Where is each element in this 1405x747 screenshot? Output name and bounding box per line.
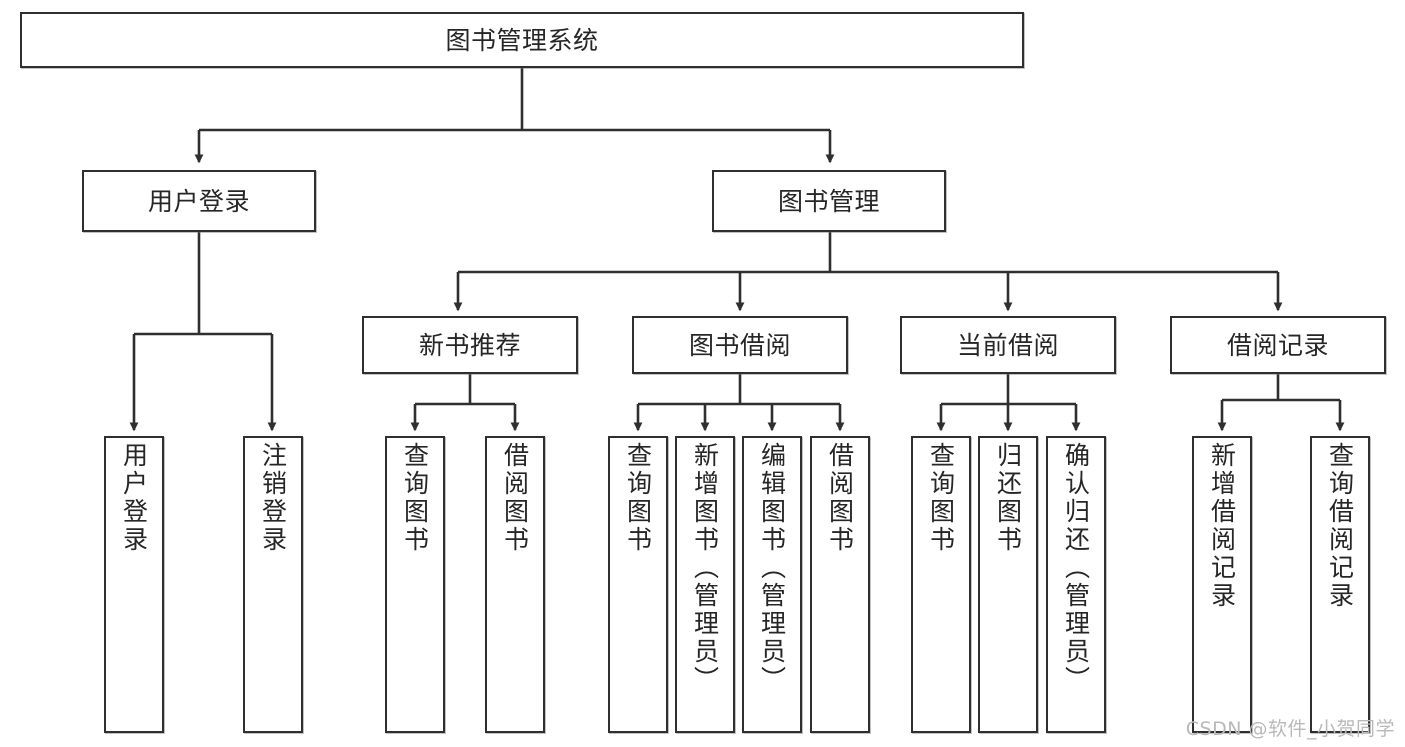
node-leaf-user-login[interactable]: 用户登录 (104, 436, 164, 733)
node-new-book-recommend[interactable]: 新书推荐 (362, 316, 578, 374)
node-leaf-user-login-label: 用户登录 (119, 442, 149, 554)
node-leaf-query-book-new[interactable]: 查询图书 (385, 436, 445, 733)
node-leaf-add-borrow-record[interactable]: 新增借阅记录 (1192, 436, 1252, 733)
node-current-borrow-label: 当前借阅 (956, 330, 1059, 360)
node-leaf-add-book-admin-label: 新增图书（管理员） (690, 442, 720, 694)
node-current-borrow[interactable]: 当前借阅 (900, 316, 1116, 374)
node-leaf-query-book-borrow[interactable]: 查询图书 (608, 436, 668, 733)
node-leaf-query-borrow-record-label: 查询借阅记录 (1325, 442, 1355, 610)
node-leaf-borrow-book-new[interactable]: 借阅图书 (485, 436, 545, 733)
node-leaf-query-book-new-label: 查询图书 (400, 442, 430, 554)
node-root[interactable]: 图书管理系统 (20, 12, 1024, 68)
node-book-borrow-label: 图书借阅 (688, 330, 791, 360)
node-leaf-query-borrow-record[interactable]: 查询借阅记录 (1310, 436, 1370, 733)
node-leaf-confirm-return-admin-label: 确认归还（管理员） (1061, 442, 1091, 694)
csdn-watermark: CSDN @软件_小贺同学 (1185, 718, 1395, 740)
node-borrow-records-label: 借阅记录 (1226, 330, 1329, 360)
node-root-label: 图书管理系统 (445, 25, 599, 55)
node-leaf-borrow-book-label: 借阅图书 (825, 442, 855, 554)
node-leaf-return-book[interactable]: 归还图书 (978, 436, 1038, 733)
node-leaf-logout-label: 注销登录 (258, 442, 288, 554)
node-book-borrow[interactable]: 图书借阅 (632, 316, 848, 374)
node-leaf-query-book-borrow-label: 查询图书 (623, 442, 653, 554)
node-leaf-edit-book-admin-label: 编辑图书（管理员） (757, 442, 787, 694)
node-leaf-edit-book-admin[interactable]: 编辑图书（管理员） (742, 436, 802, 733)
node-leaf-add-book-admin[interactable]: 新增图书（管理员） (675, 436, 735, 733)
node-leaf-logout[interactable]: 注销登录 (243, 436, 303, 733)
node-leaf-query-book-current-label: 查询图书 (926, 442, 956, 554)
node-book-management-label: 图书管理 (777, 186, 880, 216)
node-borrow-records[interactable]: 借阅记录 (1170, 316, 1386, 374)
node-leaf-add-borrow-record-label: 新增借阅记录 (1207, 442, 1237, 610)
node-user-login-label: 用户登录 (147, 186, 250, 216)
node-book-management[interactable]: 图书管理 (712, 170, 946, 232)
node-leaf-borrow-book-new-label: 借阅图书 (500, 442, 530, 554)
node-leaf-confirm-return-admin[interactable]: 确认归还（管理员） (1046, 436, 1106, 733)
node-new-book-recommend-label: 新书推荐 (418, 330, 521, 360)
node-leaf-borrow-book[interactable]: 借阅图书 (810, 436, 870, 733)
node-leaf-return-book-label: 归还图书 (993, 442, 1023, 554)
node-leaf-query-book-current[interactable]: 查询图书 (911, 436, 971, 733)
node-user-login[interactable]: 用户登录 (82, 170, 316, 232)
